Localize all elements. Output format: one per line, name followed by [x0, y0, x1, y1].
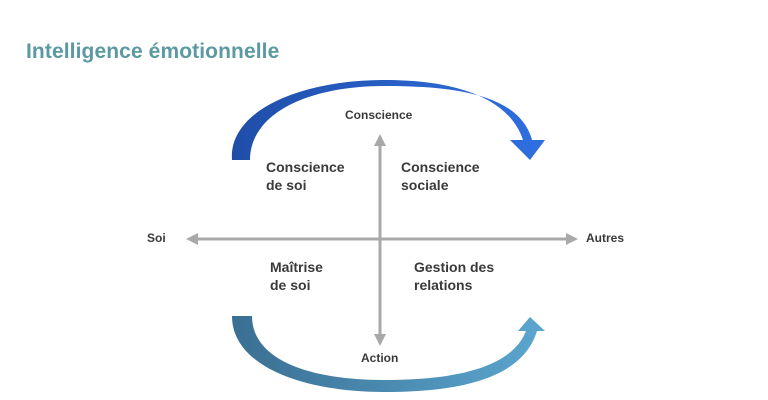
quadrant-top-right-line-2: sociale [401, 177, 449, 193]
quadrant-top-left: Conscience de soi [266, 158, 345, 194]
quadrant-top-left-line-2: de soi [266, 177, 307, 193]
axis-label-bottom: Action [361, 351, 399, 365]
axis-label-right: Autres [586, 231, 625, 245]
axis-label-top: Conscience [345, 108, 413, 122]
quadrant-bottom-left-line-2: de soi [270, 277, 311, 293]
axis-arrow-left-icon [186, 233, 198, 245]
quadrant-bottom-left-line-1: Maîtrise [270, 259, 323, 275]
quadrant-bottom-right: Gestion des relations [414, 258, 494, 294]
quadrant-top-right-line-1: Conscience [401, 159, 480, 175]
axis-arrow-up-icon [374, 134, 386, 146]
axis-arrow-down-icon [374, 334, 386, 346]
page-title: Intelligence émotionnelle [26, 40, 280, 63]
quadrant-bottom-right-line-1: Gestion des [414, 259, 495, 275]
axis-label-left: Soi [147, 231, 166, 245]
quadrant-bottom-right-line-2: relations [414, 277, 473, 293]
quadrant-bottom-left: Maîtrise de soi [270, 258, 323, 294]
quadrant-top-right: Conscience sociale [401, 158, 480, 194]
bottom-cycle-arrow [232, 316, 545, 392]
quadrant-top-left-line-1: Conscience [266, 159, 345, 175]
axis-arrow-right-icon [566, 233, 578, 245]
